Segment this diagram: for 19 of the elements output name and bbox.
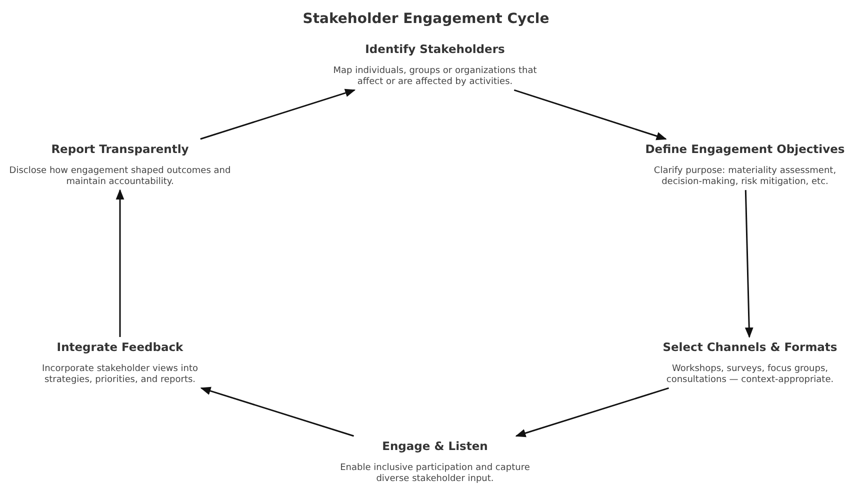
step-description: Workshops, surveys, focus groups, consultations — context-appropriate. bbox=[665, 364, 835, 386]
arrow bbox=[200, 386, 354, 437]
step-description: Clarify purpose: materiality assessment, decision-making, risk mitigation, etc. bbox=[652, 166, 838, 188]
step-heading: Report Transparently bbox=[51, 142, 189, 156]
arrow bbox=[116, 189, 124, 337]
step-heading: Define Engagement Objectives bbox=[645, 142, 845, 156]
step-description: Incorporate stakeholder views into strategies, priorities, and reports. bbox=[40, 364, 200, 386]
arrow bbox=[514, 89, 667, 140]
step-heading: Engage & Listen bbox=[382, 439, 488, 454]
arrow bbox=[200, 88, 356, 140]
arrow bbox=[515, 387, 669, 438]
step-heading: Integrate Feedback bbox=[56, 340, 184, 354]
step-description: Disclose how engagement shaped outcomes and maintain accountability. bbox=[8, 166, 232, 188]
step-heading: Identify Stakeholders bbox=[365, 42, 505, 56]
arrow bbox=[744, 190, 754, 338]
step-heading: Select Channels & Formats bbox=[662, 340, 838, 354]
step-description: Enable inclusive participation and capture diverse stakeholder input. bbox=[339, 463, 531, 484]
diagram-title: Stakeholder Engagement Cycle bbox=[302, 10, 550, 29]
step-description: Map individuals, groups or organizations that affect or are affected by activities. bbox=[332, 66, 538, 88]
